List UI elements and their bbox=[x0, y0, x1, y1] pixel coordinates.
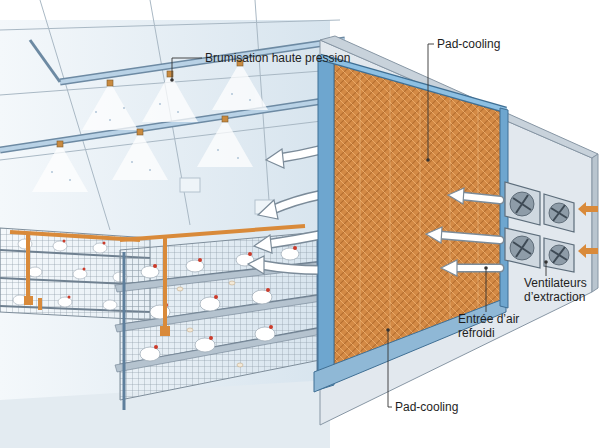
pad-air-arrows bbox=[440, 196, 500, 268]
ceiling-beams bbox=[0, 0, 340, 230]
wall-end bbox=[592, 154, 598, 292]
leader-lines bbox=[172, 44, 546, 407]
windows bbox=[180, 178, 273, 214]
cage-rack-front bbox=[115, 232, 322, 410]
pipe-fittings bbox=[24, 296, 170, 336]
callout-label: Ventilateurs d’extraction bbox=[524, 276, 600, 304]
callout-label: Pad-cooling bbox=[395, 400, 458, 414]
callout-label: Brumisation haute pression bbox=[205, 51, 350, 65]
extraction-fans bbox=[505, 182, 574, 272]
mist-nozzles bbox=[32, 60, 268, 192]
leader-dots bbox=[170, 78, 548, 332]
callout-label: Pad-cooling bbox=[437, 37, 500, 51]
pad-air-heads bbox=[426, 188, 464, 276]
interior bbox=[0, 20, 330, 430]
callout-label: Entrée d’air refroidi bbox=[458, 312, 534, 340]
water-pipes bbox=[10, 226, 305, 330]
pad-frame bbox=[314, 55, 508, 392]
outside-air-arrows bbox=[578, 202, 598, 258]
cool-air-heads bbox=[248, 149, 284, 274]
